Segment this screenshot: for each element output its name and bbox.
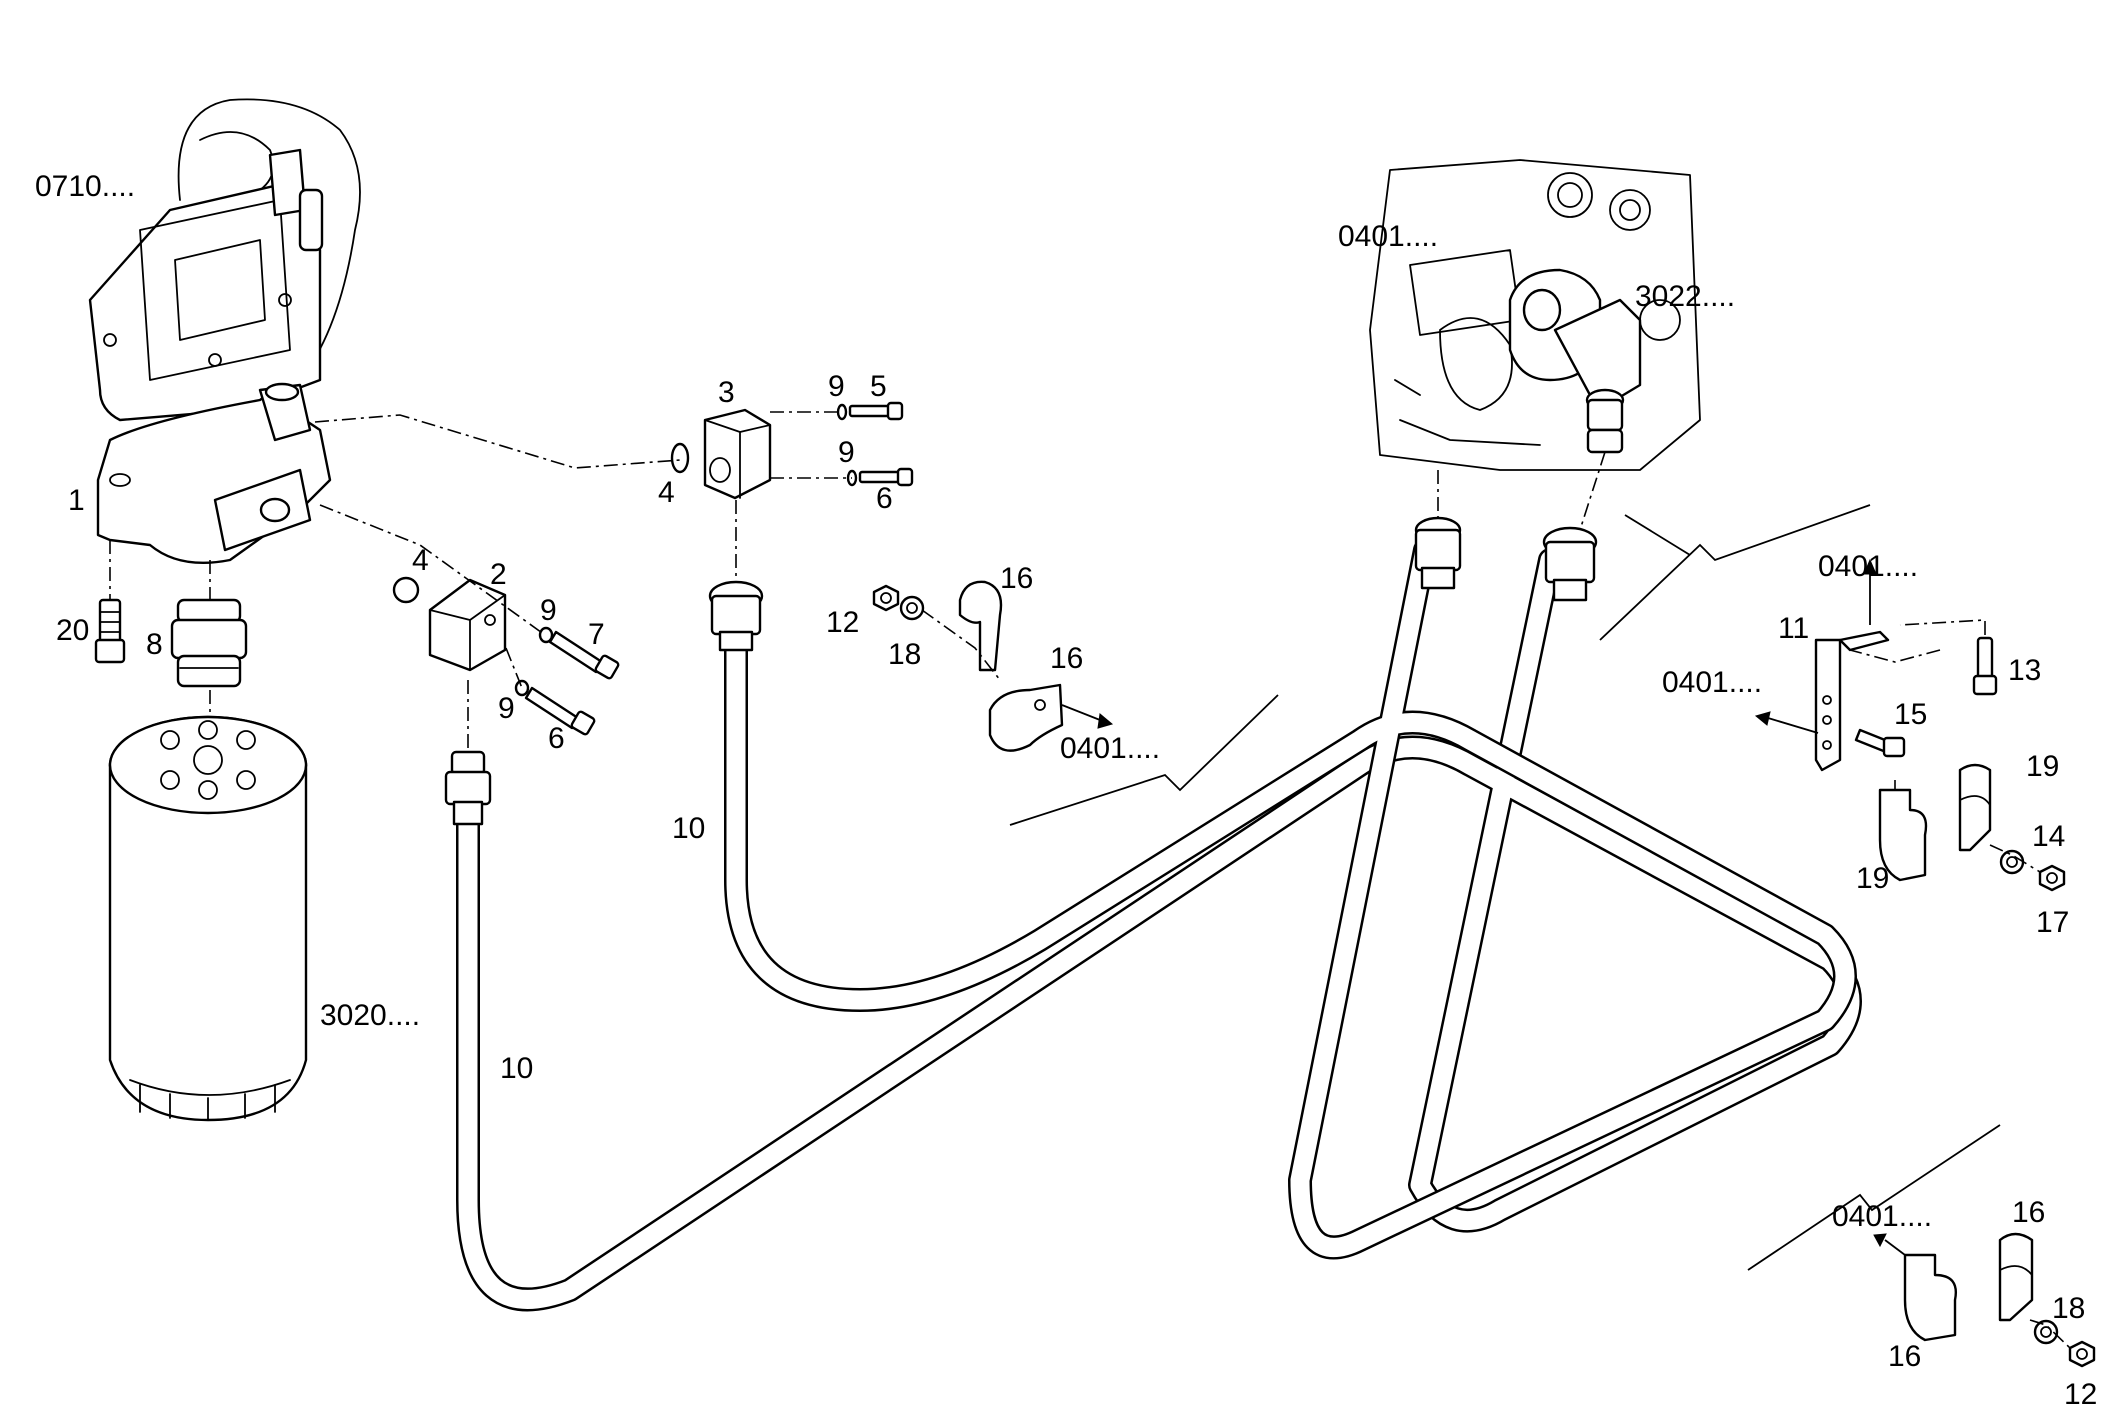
washer-14[interactable] (1999, 849, 2025, 875)
callout-labels: 0710.... 3020.... 0401.... 3022.... 0401… (35, 170, 2097, 1411)
label-16-bottom-right: 16 (2012, 1196, 2045, 1229)
hose-fitting-right-top (708, 580, 764, 652)
nut-17[interactable] (2038, 864, 2066, 892)
label-9-b: 9 (838, 436, 855, 469)
washer-9-c[interactable] (538, 626, 554, 644)
label-11: 11 (1778, 612, 1809, 645)
bolt-13[interactable] (1972, 636, 1998, 696)
o-ring-4-lower[interactable] (392, 576, 420, 604)
label-16-top-a: 16 (1000, 562, 1033, 595)
label-16-top-b: 16 (1050, 642, 1083, 675)
engine-block-0401 (1369, 159, 1701, 471)
label-7: 7 (588, 618, 605, 651)
oil-hose-right-10[interactable] (724, 538, 1857, 1260)
label-10-right: 10 (672, 812, 705, 845)
washer-9-a[interactable] (836, 403, 848, 421)
label-0401-bracket-left: 0401.... (1662, 666, 1762, 699)
filter-support-1[interactable] (96, 382, 332, 565)
clamp-16-top-a[interactable] (958, 580, 1003, 672)
screw-7[interactable] (548, 630, 620, 680)
banjo-adapter-3[interactable] (703, 408, 772, 500)
label-18-top: 18 (888, 638, 921, 671)
engine-housing-0710 (88, 98, 361, 422)
hose-fitting-engine-right (1542, 526, 1598, 602)
label-16-bottom-left: 16 (1888, 1340, 1921, 1373)
label-19-right: 19 (2026, 750, 2059, 783)
clamp-19-left[interactable] (1878, 788, 1928, 882)
oil-hose-left-10[interactable] (456, 548, 1862, 1312)
assembly-center-lines (109, 411, 2071, 1349)
arrow-bracket-to-0401-top (1863, 558, 1877, 625)
label-5: 5 (870, 370, 887, 403)
break-lines (1009, 504, 2001, 1271)
nut-12-bottom[interactable] (2068, 1340, 2096, 1368)
label-3022: 3022.... (1635, 280, 1735, 313)
washer-9-d[interactable] (514, 679, 530, 697)
label-1: 1 (68, 484, 85, 517)
label-0401-clamp: 0401.... (1060, 732, 1160, 765)
hose-fitting-engine-left (1414, 516, 1462, 590)
label-3020: 3020.... (320, 999, 420, 1032)
label-17: 17 (2036, 906, 2069, 939)
label-8: 8 (146, 628, 163, 661)
bolt-15[interactable] (1854, 728, 1906, 758)
label-4-lower: 4 (412, 544, 429, 577)
label-6-lower: 6 (548, 722, 565, 755)
label-10-left: 10 (500, 1052, 533, 1085)
label-15: 15 (1894, 698, 1927, 731)
clamp-16-top-b[interactable] (988, 683, 1064, 752)
label-20: 20 (56, 614, 89, 647)
screw-6-lower[interactable] (524, 686, 596, 736)
o-ring-4-upper[interactable] (670, 442, 690, 474)
washer-18-top[interactable] (899, 595, 925, 621)
label-3: 3 (718, 376, 735, 409)
label-9-c: 9 (540, 594, 557, 627)
label-9-d: 9 (498, 692, 515, 725)
clamp-16-bottom-right[interactable] (1998, 1232, 2034, 1322)
hose-fitting-left-bottom (444, 750, 492, 826)
label-9-a: 9 (828, 370, 845, 403)
label-0401-bottom: 0401.... (1832, 1200, 1932, 1233)
screw-5[interactable] (848, 401, 904, 421)
label-14: 14 (2032, 820, 2065, 853)
label-6-upper: 6 (876, 482, 893, 515)
washer-18-bottom[interactable] (2033, 1319, 2059, 1345)
bracket-11[interactable] (1814, 630, 1890, 772)
label-0401-engine: 0401.... (1338, 220, 1438, 253)
label-13: 13 (2008, 654, 2041, 687)
label-4-upper: 4 (658, 476, 675, 509)
label-18-bottom: 18 (2052, 1292, 2085, 1325)
screw-6-upper[interactable] (858, 467, 914, 487)
label-12-top: 12 (826, 606, 859, 639)
label-0401-bracket-top: 0401.... (1818, 550, 1918, 583)
arrow-clamp-to-0401 (1061, 704, 1114, 729)
arrow-bottom-to-0401 (1873, 1233, 1906, 1256)
arrow-bracket-to-0401-left (1754, 711, 1819, 734)
connector-nipple-8[interactable] (170, 598, 248, 688)
clamp-19-right[interactable] (1958, 763, 1992, 852)
oil-filter-cartridge-3020[interactable] (108, 715, 308, 1122)
label-12-bottom: 12 (2064, 1378, 2097, 1411)
oil-outlet-fitting-3022 (1508, 268, 1642, 454)
banjo-adapter-2[interactable] (428, 578, 507, 672)
clamp-16-bottom-left[interactable] (1903, 1253, 1957, 1342)
nut-12-top[interactable] (872, 584, 900, 612)
label-19-left: 19 (1856, 862, 1889, 895)
label-2: 2 (490, 558, 507, 591)
label-0710: 0710.... (35, 170, 135, 203)
bolt-20[interactable] (94, 598, 126, 664)
